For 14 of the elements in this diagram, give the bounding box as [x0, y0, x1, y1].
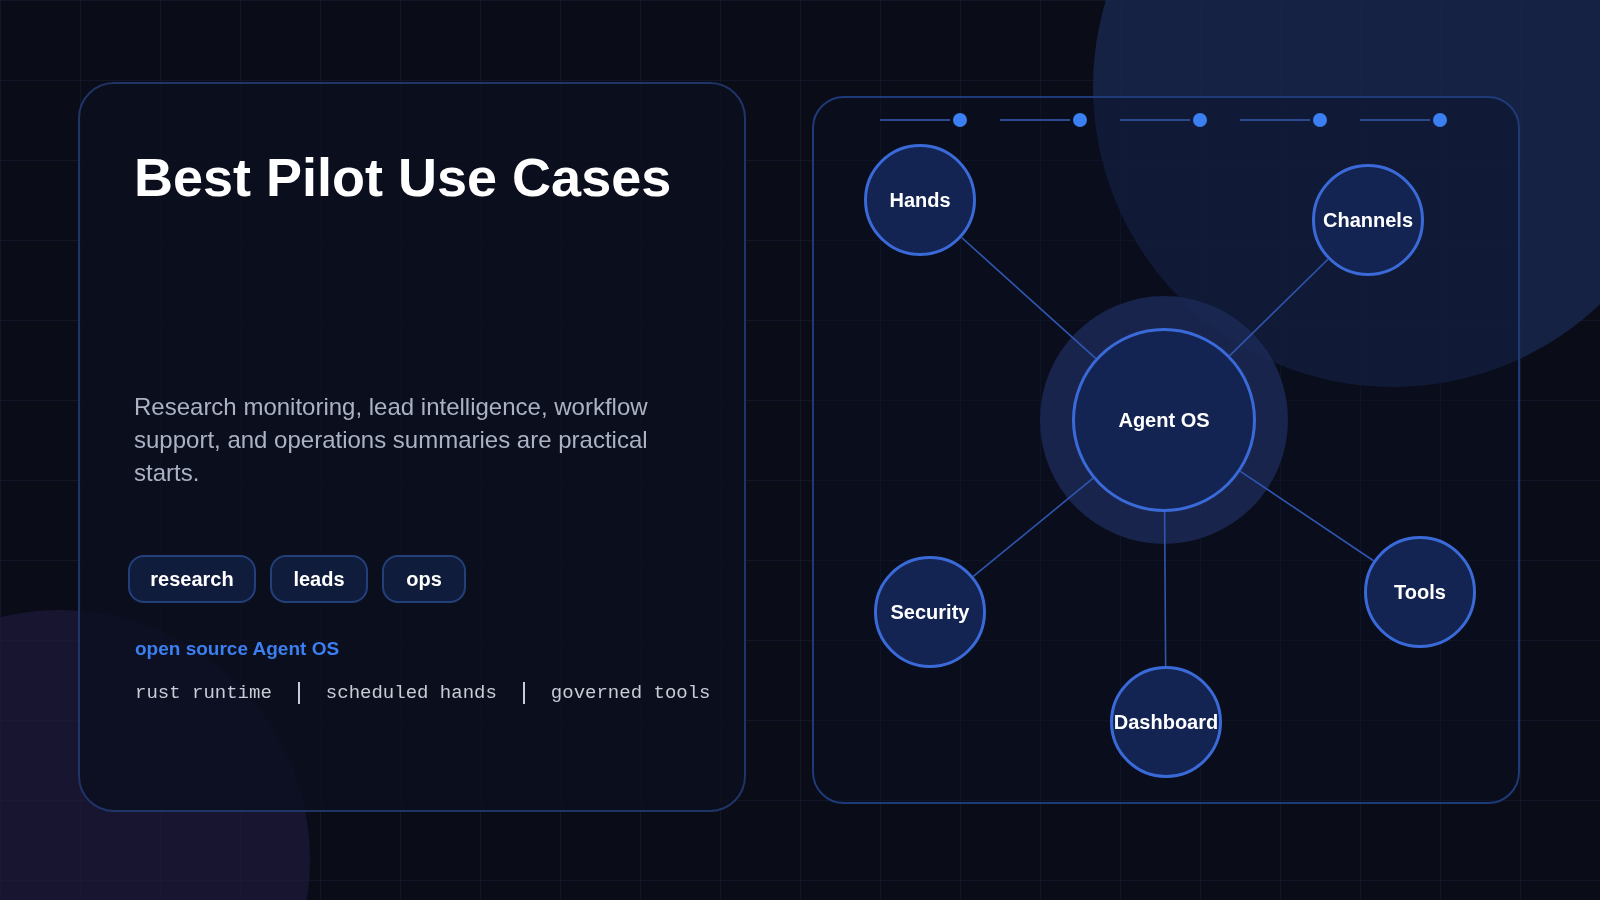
subtitle-text: open source Agent OS	[135, 637, 340, 661]
feature-text: rust runtime	[135, 681, 272, 706]
feature-text: scheduled hands	[325, 681, 497, 706]
connector-line	[1228, 258, 1329, 357]
tag-pill: ops	[382, 555, 466, 603]
tag-pill: research	[128, 555, 256, 603]
tag-pill: leads	[270, 555, 368, 603]
title: Best Pilot Use Cases	[134, 146, 672, 209]
connector-line	[972, 477, 1094, 578]
feature-text: governed tools	[550, 681, 711, 706]
connector-line	[1163, 511, 1167, 667]
connector-line	[960, 236, 1097, 360]
connector-line	[1239, 470, 1375, 562]
description-text: Research monitoring, lead intelligence, workflow support, and operations summaries are practical starts.	[134, 392, 649, 488]
